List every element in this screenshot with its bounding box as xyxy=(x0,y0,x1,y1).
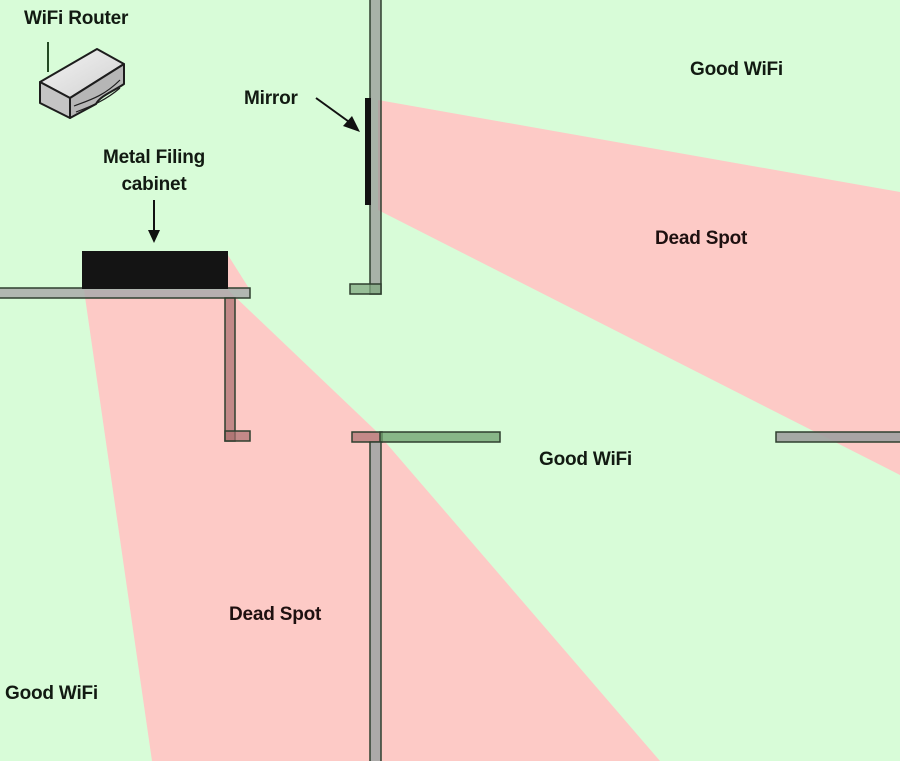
mirror-arrow-icon xyxy=(315,97,360,132)
good-wifi-label-bottom-left: Good WiFi xyxy=(5,683,99,704)
good-wifi-label-top-right: Good WiFi xyxy=(690,59,784,80)
wall-right-segment xyxy=(775,431,900,443)
wall-t-horizontal-left xyxy=(351,431,383,443)
metal-filing-cabinet xyxy=(82,251,228,289)
cabinet-label-line2: cabinet xyxy=(121,174,187,195)
cabinet-label: Metal Filing cabinet xyxy=(84,144,224,198)
dead-spot-zone-bottom xyxy=(360,420,660,761)
wall-t-horizontal-right xyxy=(379,431,501,443)
dead-spot-zone-left-upper xyxy=(226,252,250,290)
wifi-router-icon xyxy=(39,42,125,119)
good-wifi-label-middle: Good WiFi xyxy=(539,449,633,470)
wall-l-foot xyxy=(224,430,251,442)
cabinet-label-line1: Metal Filing xyxy=(102,147,206,168)
dead-spot-label-right: Dead Spot xyxy=(655,228,748,249)
dead-spot-label-bottom: Dead Spot xyxy=(229,604,322,625)
wall-cabinet-shelf xyxy=(0,287,251,299)
mirror xyxy=(365,98,371,205)
wall-l-vertical xyxy=(224,297,236,442)
wall-t-vertical xyxy=(369,441,382,761)
dead-spot-zone-right xyxy=(378,100,900,475)
cabinet-arrow-icon xyxy=(148,200,160,243)
router-label: WiFi Router xyxy=(24,8,129,29)
mirror-label: Mirror xyxy=(244,88,298,109)
wall-top-vertical xyxy=(369,0,382,295)
dead-spot-zone-left xyxy=(84,290,375,761)
wall-top-foot xyxy=(349,283,382,295)
